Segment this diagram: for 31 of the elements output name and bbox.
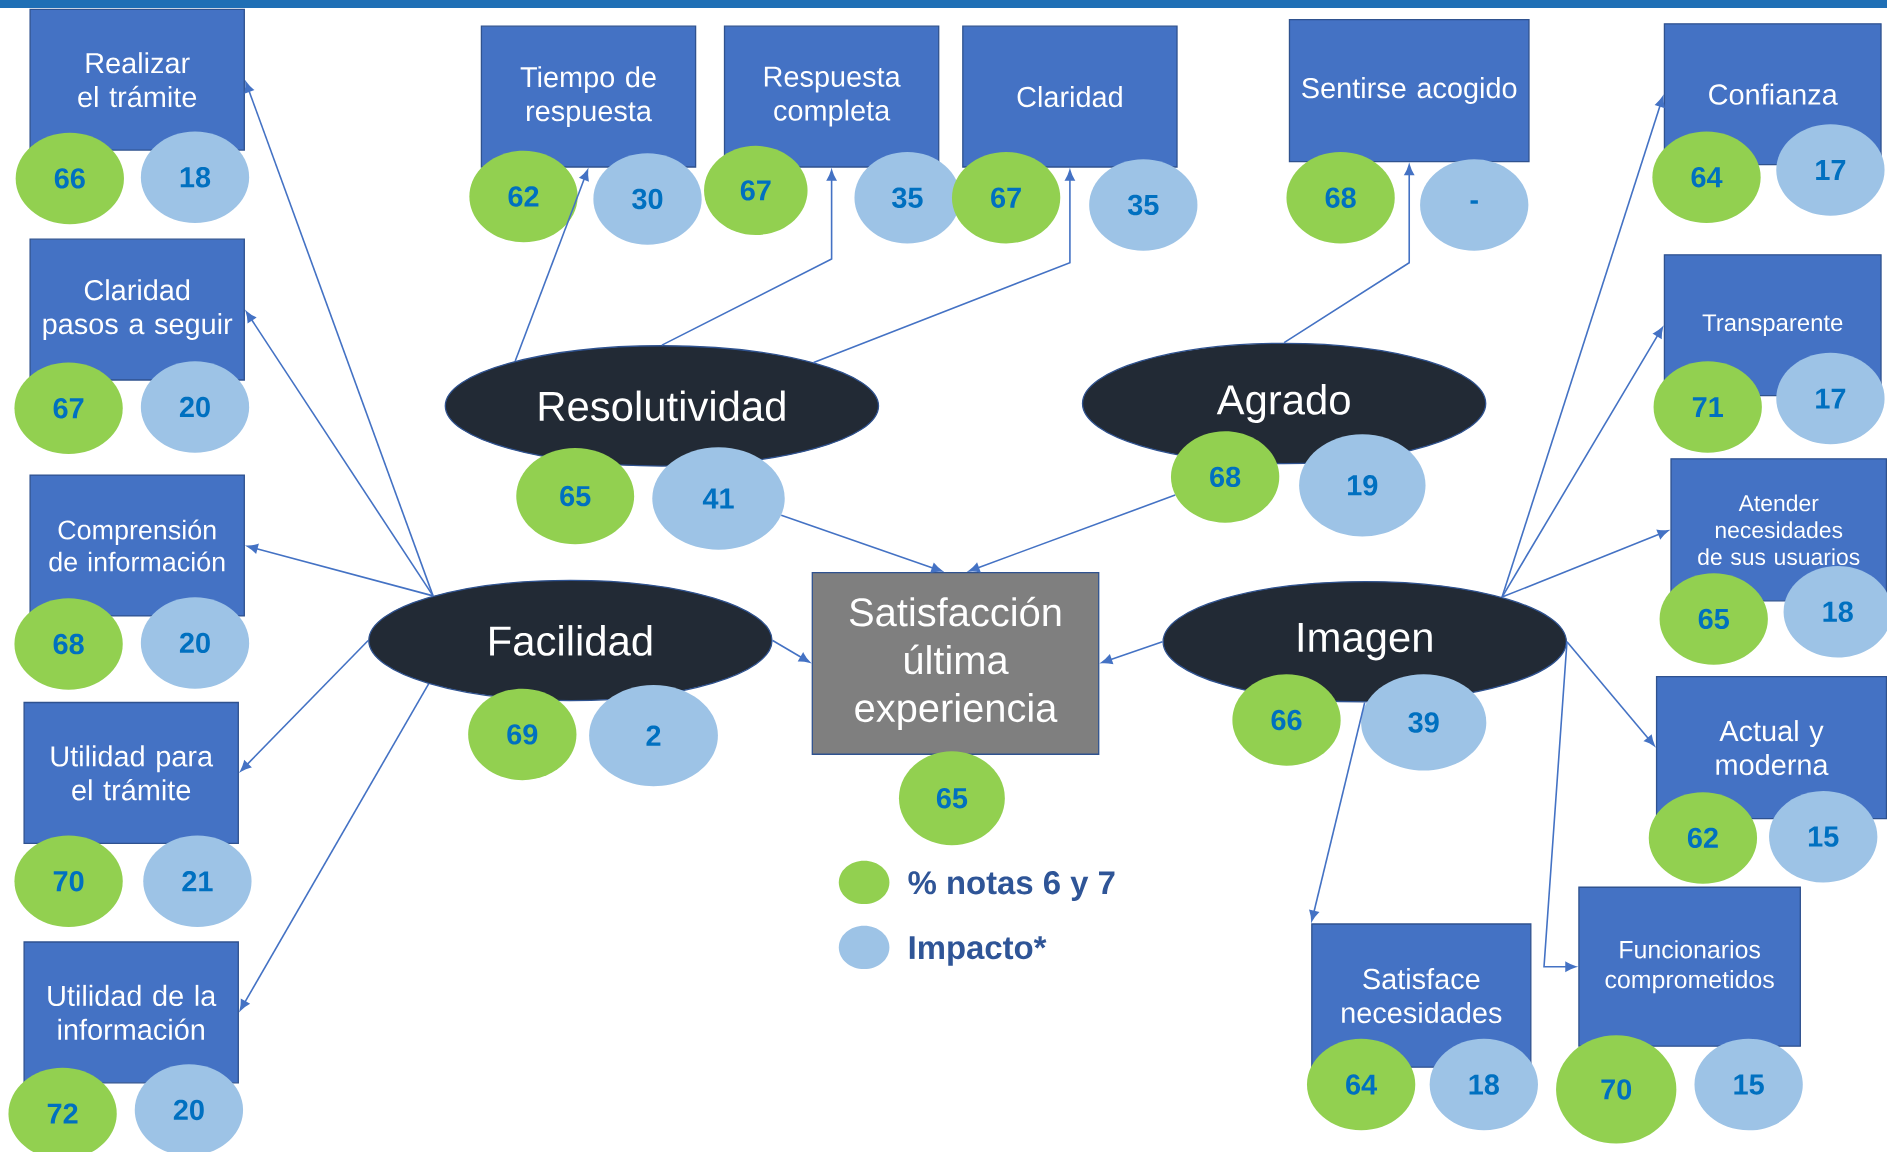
arrow [1283,164,1415,344]
arrow [1101,640,1164,664]
factor-box: Respuesta completa [723,25,940,168]
factor-box: Sentirse acogido [1288,18,1530,163]
factor-box: Comprensión de información [29,474,245,617]
factor-box: Realizar el trámite [29,8,245,151]
arrow [239,683,430,1011]
legend-label: Impacto* [909,936,1047,966]
arrow [812,169,1075,364]
factor-box: Utilidad de la información [23,941,239,1084]
arrow [1566,640,1655,747]
arrow [240,639,369,772]
arrow [968,494,1176,573]
arrow [771,639,810,663]
factor-box: Utilidad para el trámite [23,701,239,844]
factor-box: Claridad [962,25,1178,168]
arrow [247,543,434,597]
factor-box: Tiempo de respuesta [480,25,697,168]
arrow [1501,529,1669,598]
arrow [1501,96,1665,598]
arrow [661,169,837,346]
arrow [245,311,434,597]
arrow [514,169,589,362]
arrow [1501,326,1664,598]
factor-box: Funcionarios comprometidos [1578,886,1801,1047]
result-box: Satisfacción última experiencia [811,571,1100,755]
arrow [780,514,943,573]
factor-box: Claridad pasos a seguir [29,238,245,381]
arrow [1543,640,1577,972]
arrow [244,81,434,597]
legend-label: % notas 6 y 7 [908,871,1115,901]
